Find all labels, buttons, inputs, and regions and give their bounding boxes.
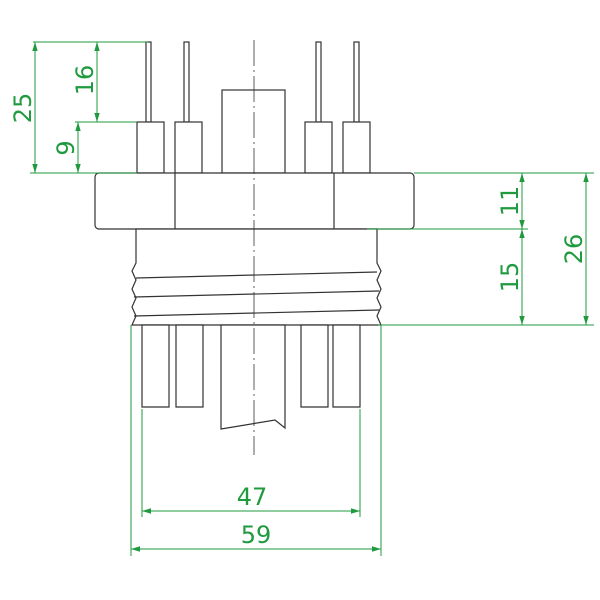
threaded-body bbox=[131, 228, 382, 326]
hex-nut bbox=[94, 172, 415, 230]
dim-label-26: 26 bbox=[560, 234, 588, 265]
dim-label-9: 9 bbox=[52, 140, 80, 155]
top-pins bbox=[136, 41, 371, 174]
dim-label-59: 59 bbox=[241, 521, 272, 549]
dim-label-25: 25 bbox=[9, 93, 37, 124]
dimension-lines bbox=[30, 41, 594, 556]
bottom-pins bbox=[141, 324, 361, 430]
dim-label-11: 11 bbox=[496, 186, 524, 217]
dim-label-15: 15 bbox=[496, 262, 524, 293]
dim-label-16: 16 bbox=[71, 65, 99, 96]
dim-label-47: 47 bbox=[237, 483, 268, 511]
center-connector bbox=[221, 89, 286, 174]
